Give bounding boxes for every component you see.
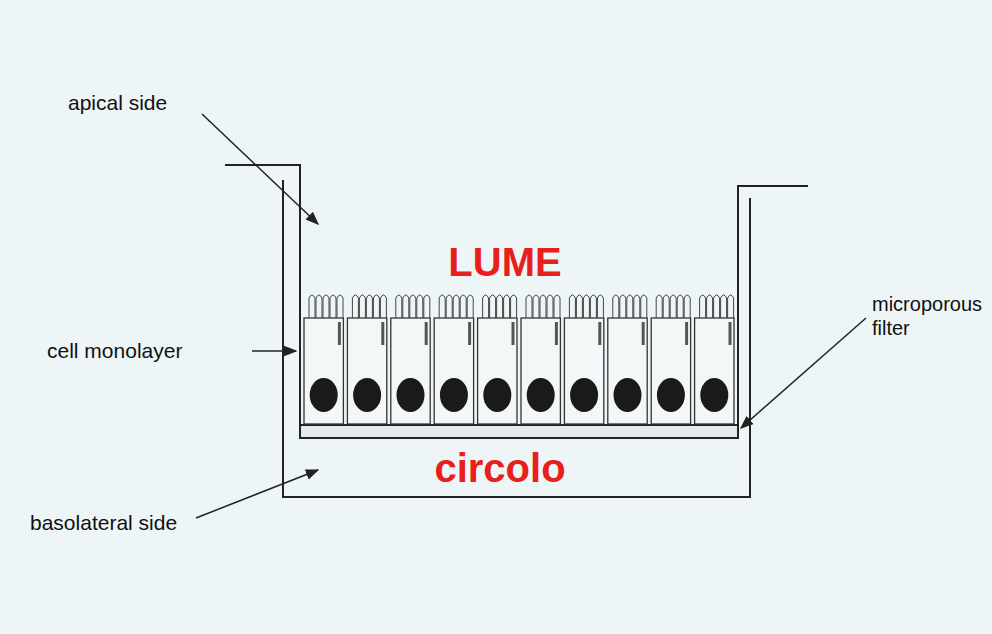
microvillus <box>396 295 402 318</box>
cell-nucleus <box>483 378 511 412</box>
microvillus <box>576 295 582 318</box>
microvillus <box>467 295 473 318</box>
microvillus <box>684 295 690 318</box>
microvillus <box>497 295 503 318</box>
microvillus <box>613 295 619 318</box>
microvillus <box>533 295 539 318</box>
microvillus <box>670 295 676 318</box>
microvillus <box>439 295 445 318</box>
epithelial-cell <box>391 318 430 424</box>
epithelial-cell <box>347 318 386 424</box>
epithelial-cell <box>608 318 647 424</box>
microvillus <box>620 295 626 318</box>
part-label: cell monolayer <box>47 338 182 363</box>
cell-nucleus <box>657 378 685 412</box>
tight-junction <box>685 322 688 345</box>
epithelial-cell <box>651 318 690 424</box>
microvillus <box>453 295 459 318</box>
microvillus <box>337 295 343 318</box>
microvillus <box>460 295 466 318</box>
tight-junction <box>425 322 428 345</box>
microvillus <box>490 295 496 318</box>
epithelial-cell <box>564 318 603 424</box>
epithelial-cell <box>304 318 343 424</box>
microvillus <box>526 295 532 318</box>
leader-filter <box>741 318 866 428</box>
microvillus <box>714 295 720 318</box>
tight-junction <box>338 322 341 345</box>
compartment-label: LUME <box>448 238 561 286</box>
leader-basolateral <box>196 470 318 518</box>
microvillus <box>663 295 669 318</box>
cell-nucleus <box>700 378 728 412</box>
cell-nucleus <box>440 378 468 412</box>
cell-nucleus <box>353 378 381 412</box>
microvillus <box>583 295 589 318</box>
microvillus <box>417 295 423 318</box>
microvillus <box>410 295 416 318</box>
microvillus <box>590 295 596 318</box>
tight-junction <box>598 322 601 345</box>
microvillus <box>728 295 734 318</box>
tight-junction <box>512 322 515 345</box>
cell-nucleus <box>570 378 598 412</box>
tight-junction <box>381 322 384 345</box>
microvillus <box>547 295 553 318</box>
microvillus <box>373 295 379 318</box>
microporous-filter <box>300 425 738 438</box>
side-label: apical side <box>68 90 167 115</box>
microvillus <box>569 295 575 318</box>
microvillus <box>554 295 560 318</box>
cell-nucleus <box>310 378 338 412</box>
compartment-label: circolo <box>434 444 565 492</box>
microvillus <box>504 295 510 318</box>
microvillus <box>380 295 386 318</box>
epithelial-cell <box>478 318 517 424</box>
microvillus <box>627 295 633 318</box>
well-outline <box>283 180 750 497</box>
epithelial-cell <box>695 318 734 424</box>
microvillus <box>656 295 662 318</box>
microvillus <box>677 295 683 318</box>
microvillus <box>366 295 372 318</box>
epithelial-cell <box>521 318 560 424</box>
microvillus <box>721 295 727 318</box>
microvillus <box>323 295 329 318</box>
microvillus <box>511 295 517 318</box>
microvillus <box>700 295 706 318</box>
side-label: basolateral side <box>30 510 177 535</box>
epithelial-cell <box>434 318 473 424</box>
microvillus <box>309 295 315 318</box>
tight-junction <box>729 322 732 345</box>
tight-junction <box>468 322 471 345</box>
tight-junction <box>555 322 558 345</box>
microvillus <box>330 295 336 318</box>
microvillus <box>359 295 365 318</box>
microvillus <box>597 295 603 318</box>
cell-nucleus <box>527 378 555 412</box>
cell-nucleus <box>614 378 642 412</box>
microvillus <box>641 295 647 318</box>
microvillus <box>483 295 489 318</box>
microvillus <box>316 295 322 318</box>
cell-nucleus <box>397 378 425 412</box>
microvillus <box>352 295 358 318</box>
cell-monolayer <box>304 295 734 424</box>
microvillus <box>424 295 430 318</box>
leader-apical <box>202 114 318 224</box>
insert-wall-left <box>225 165 300 438</box>
microvillus <box>540 295 546 318</box>
tight-junction <box>642 322 645 345</box>
part-label: microporous filter <box>872 292 988 340</box>
microvillus <box>634 295 640 318</box>
leader-monolayer <box>252 350 296 352</box>
microvillus <box>446 295 452 318</box>
microvillus <box>403 295 409 318</box>
microvillus <box>707 295 713 318</box>
